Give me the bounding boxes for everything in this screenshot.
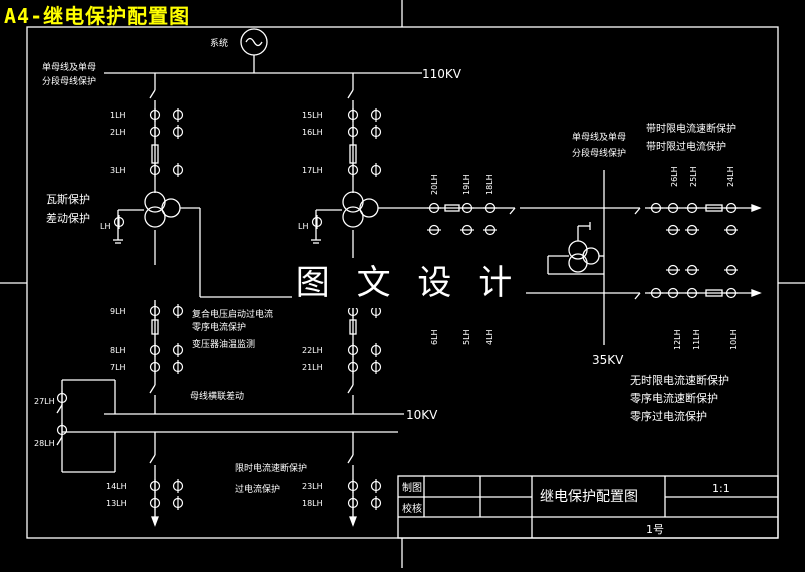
note-top-left-2: 分段母线保护 [42,75,96,87]
ct-label: 9LH [110,307,126,316]
title-block-scale: 1:1 [712,482,730,495]
ct-label: 17LH [302,166,323,175]
title-block [397,475,779,539]
ct-label: 13LH [106,499,127,508]
ct-label: 11LH [692,329,701,350]
title-block-name: 继电保护配置图 [540,489,638,505]
ct-label: 4LH [485,329,494,345]
ct-label: 20LH [430,174,439,195]
ct-label: 26LH [670,166,679,187]
ct-label: 2LH [110,128,126,137]
note-top-left-1: 单母线及单母 [42,61,96,73]
note-right-bottom-1: 无时限电流速断保护 [630,373,729,387]
note-gas-protection: 瓦斯保护 [46,192,90,206]
ct-label: 18LH [302,499,323,508]
ct-label: 8LH [110,346,126,355]
ct-label: LH [298,222,308,231]
ct-label: 15LH [302,111,323,120]
system-label: 系统 [210,37,228,49]
ct-label: 14LH [106,482,127,491]
ct-label: 10LH [729,329,738,350]
note-mid-1: 复合电压启动过电流 [192,308,273,320]
note-diff-protection: 差动保护 [46,211,90,225]
note-right-top-a: 带时限电流速断保护 [646,122,736,135]
bus-10kv-label: 10KV [406,408,438,422]
note-right-1: 单母线及单母 [572,131,626,143]
ct-label: 27LH [34,397,55,406]
title-block-drawn: 制图 [402,481,422,494]
note-bus-diff: 母线横联差动 [190,390,244,402]
note-right-2: 分段母线保护 [572,147,626,159]
ct-label: 5LH [462,329,471,345]
ct-label: LH [100,222,110,231]
ct-label: 16LH [302,128,323,137]
ct-label: 22LH [302,346,323,355]
ct-label: 21LH [302,363,323,372]
header-title: A4-继电保护配置图 [4,4,191,28]
title-block-number: 1号 [646,523,664,536]
note-right-bottom-2: 零序电流速断保护 [630,391,718,405]
ct-label: 19LH [462,174,471,195]
note-mid-3: 变压器油温监测 [192,338,255,350]
note-right-bottom-3: 零序过电流保护 [630,409,707,423]
ct-label: 23LH [302,482,323,491]
ct-label: 28LH [34,439,55,448]
watermark: 图 文 设 计 [292,258,524,308]
bus-35kv-label: 35KV [592,353,624,367]
ct-label: 24LH [726,166,735,187]
ct-label: 6LH [430,329,439,345]
ct-label: 12LH [673,329,682,350]
ct-label: 7LH [110,363,126,372]
note-bottom-2: 过电流保护 [235,483,280,495]
note-bottom-1: 限时电流速断保护 [235,462,307,474]
ct-label: 1LH [110,111,126,120]
note-mid-2: 零序电流保护 [192,321,246,333]
note-right-top-b: 带时限过电流保护 [646,140,726,153]
ct-label: 18LH [485,174,494,195]
ct-label: 25LH [689,166,698,187]
bus-110kv-label: 110KV [422,67,462,81]
ct-label: 3LH [110,166,126,175]
title-block-checked: 校核 [402,502,422,515]
